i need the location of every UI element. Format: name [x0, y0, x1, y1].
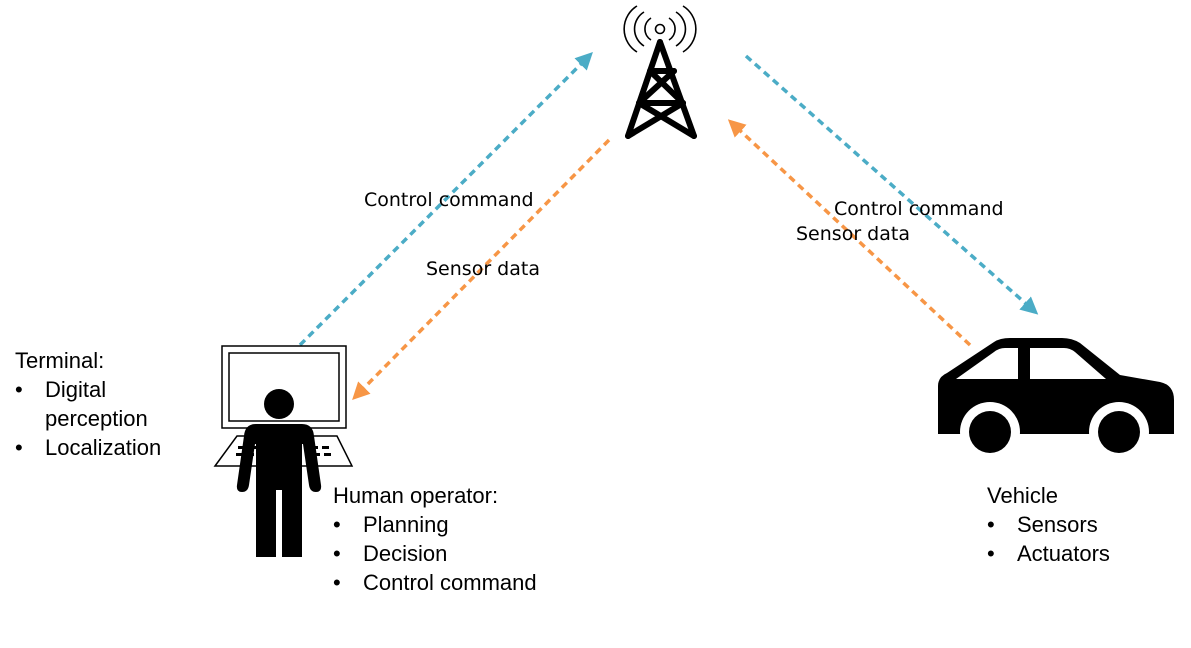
sensor-data-uplink-arrow — [727, 119, 972, 347]
human-operator-icon — [236, 389, 322, 557]
operator-description: Human operator: Planning Decision Contro… — [333, 481, 537, 597]
operator-title: Human operator: — [333, 483, 499, 508]
vehicle-list: Sensors Actuators — [987, 510, 1110, 568]
vehicle-car-icon — [938, 338, 1174, 462]
sensor-data-label: Sensor data — [426, 258, 540, 280]
terminal-list: Digital perception Localization — [15, 375, 185, 462]
list-item: Actuators — [987, 539, 1110, 568]
operator-list: Planning Decision Control command — [333, 510, 537, 597]
vehicle-title: Vehicle — [987, 483, 1058, 508]
sensor-data-label: Sensor data — [796, 223, 910, 245]
vehicle-description: Vehicle Sensors Actuators — [987, 481, 1110, 568]
list-item: Control command — [333, 568, 537, 597]
control-command-label: Control command — [834, 198, 1004, 220]
list-item: Localization — [15, 433, 185, 462]
control-command-uplink-arrow — [298, 52, 593, 347]
list-item: Planning — [333, 510, 537, 539]
list-item: Sensors — [987, 510, 1110, 539]
terminal-description: Terminal: Digital perception Localizatio… — [15, 346, 185, 462]
list-item: Digital perception — [15, 375, 185, 433]
list-item: Decision — [333, 539, 537, 568]
control-command-downlink-arrow — [744, 54, 1039, 315]
cell-tower-icon — [623, 5, 697, 139]
control-command-label: Control command — [364, 189, 534, 211]
terminal-title: Terminal: — [15, 348, 105, 373]
